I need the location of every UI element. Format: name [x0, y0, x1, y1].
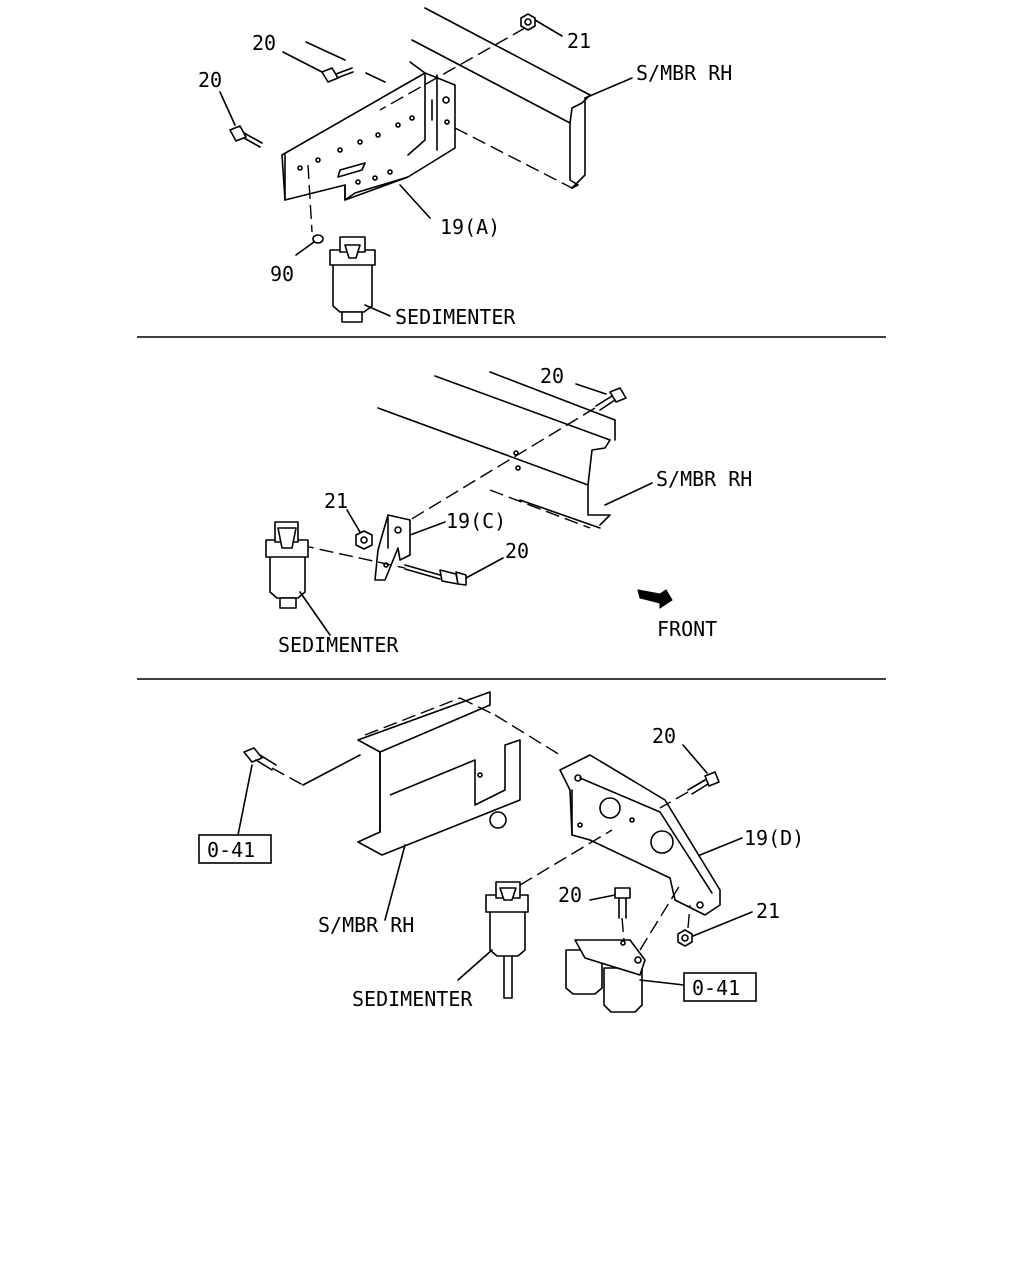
nut-21-icon — [355, 530, 373, 550]
callout-20-top: 20 — [540, 364, 564, 388]
sedimenter-icon — [485, 881, 529, 999]
ref-box-right: 0-41 — [683, 972, 757, 1002]
bracket-19c — [374, 514, 411, 581]
callout-21: 21 — [756, 899, 780, 923]
front-arrow-icon — [637, 589, 673, 609]
callout-19a: 19(A) — [440, 215, 500, 239]
leader-lines-2 — [299, 383, 653, 636]
callout-20-front: 20 — [505, 539, 529, 563]
side-member-beam — [377, 371, 616, 529]
ref-0-41-left: 0-41 — [207, 838, 255, 862]
leader-lines-1 — [219, 19, 633, 317]
callout-21: 21 — [567, 29, 591, 53]
bolt-left-icon — [243, 747, 277, 771]
ref-box-left: 0-41 — [198, 834, 272, 864]
callout-20-left: 20 — [198, 68, 222, 92]
bolt-20-top-icon — [595, 387, 627, 411]
label-sedimenter: SEDIMENTER — [278, 633, 399, 657]
bolt-20-right-icon — [687, 771, 720, 795]
label-side-member: S/MBR RH — [636, 61, 732, 85]
side-member-beam — [411, 7, 591, 189]
bracket-19d — [559, 754, 721, 916]
label-side-member: S/MBR RH — [656, 467, 752, 491]
callout-20-right: 20 — [652, 724, 676, 748]
washer-90-icon — [312, 234, 324, 244]
callout-20-upper: 20 — [252, 31, 276, 55]
bolt-20-upper-icon — [321, 67, 354, 83]
nut-21-icon — [520, 13, 536, 31]
nut-21-icon — [677, 929, 693, 947]
sedimenter-icon — [265, 521, 309, 609]
bracket-19a — [281, 61, 456, 201]
panel-2: 20 S/MBR RH 21 19(C) 20 SEDIMENTER FRONT — [265, 364, 752, 657]
bolt-20-left-icon — [229, 125, 263, 148]
side-member-beam — [357, 691, 561, 856]
callout-90: 90 — [270, 262, 294, 286]
label-front: FRONT — [657, 617, 717, 641]
sedimenter-icon — [329, 236, 376, 323]
panel-3: 0-41 0-41 20 19(D) 20 21 S/MBR RH SEDIME… — [198, 691, 804, 1013]
callout-20-lower: 20 — [558, 883, 582, 907]
callout-19c: 19(C) — [446, 509, 506, 533]
bolt-20-front-icon — [404, 564, 467, 586]
callout-19d: 19(D) — [744, 826, 804, 850]
ref-0-41-right: 0-41 — [692, 976, 740, 1000]
label-side-member: S/MBR RH — [318, 913, 414, 937]
label-sedimenter: SEDIMENTER — [395, 305, 516, 329]
bolt-20-lower-icon — [614, 887, 631, 919]
double-filter-icon — [565, 939, 646, 1013]
panel-1: 20 20 21 S/MBR RH 19(A) 90 SEDIMENTER — [198, 7, 732, 329]
label-sedimenter: SEDIMENTER — [352, 987, 473, 1011]
callout-21: 21 — [324, 489, 348, 513]
leader-lines-3 — [237, 744, 753, 986]
